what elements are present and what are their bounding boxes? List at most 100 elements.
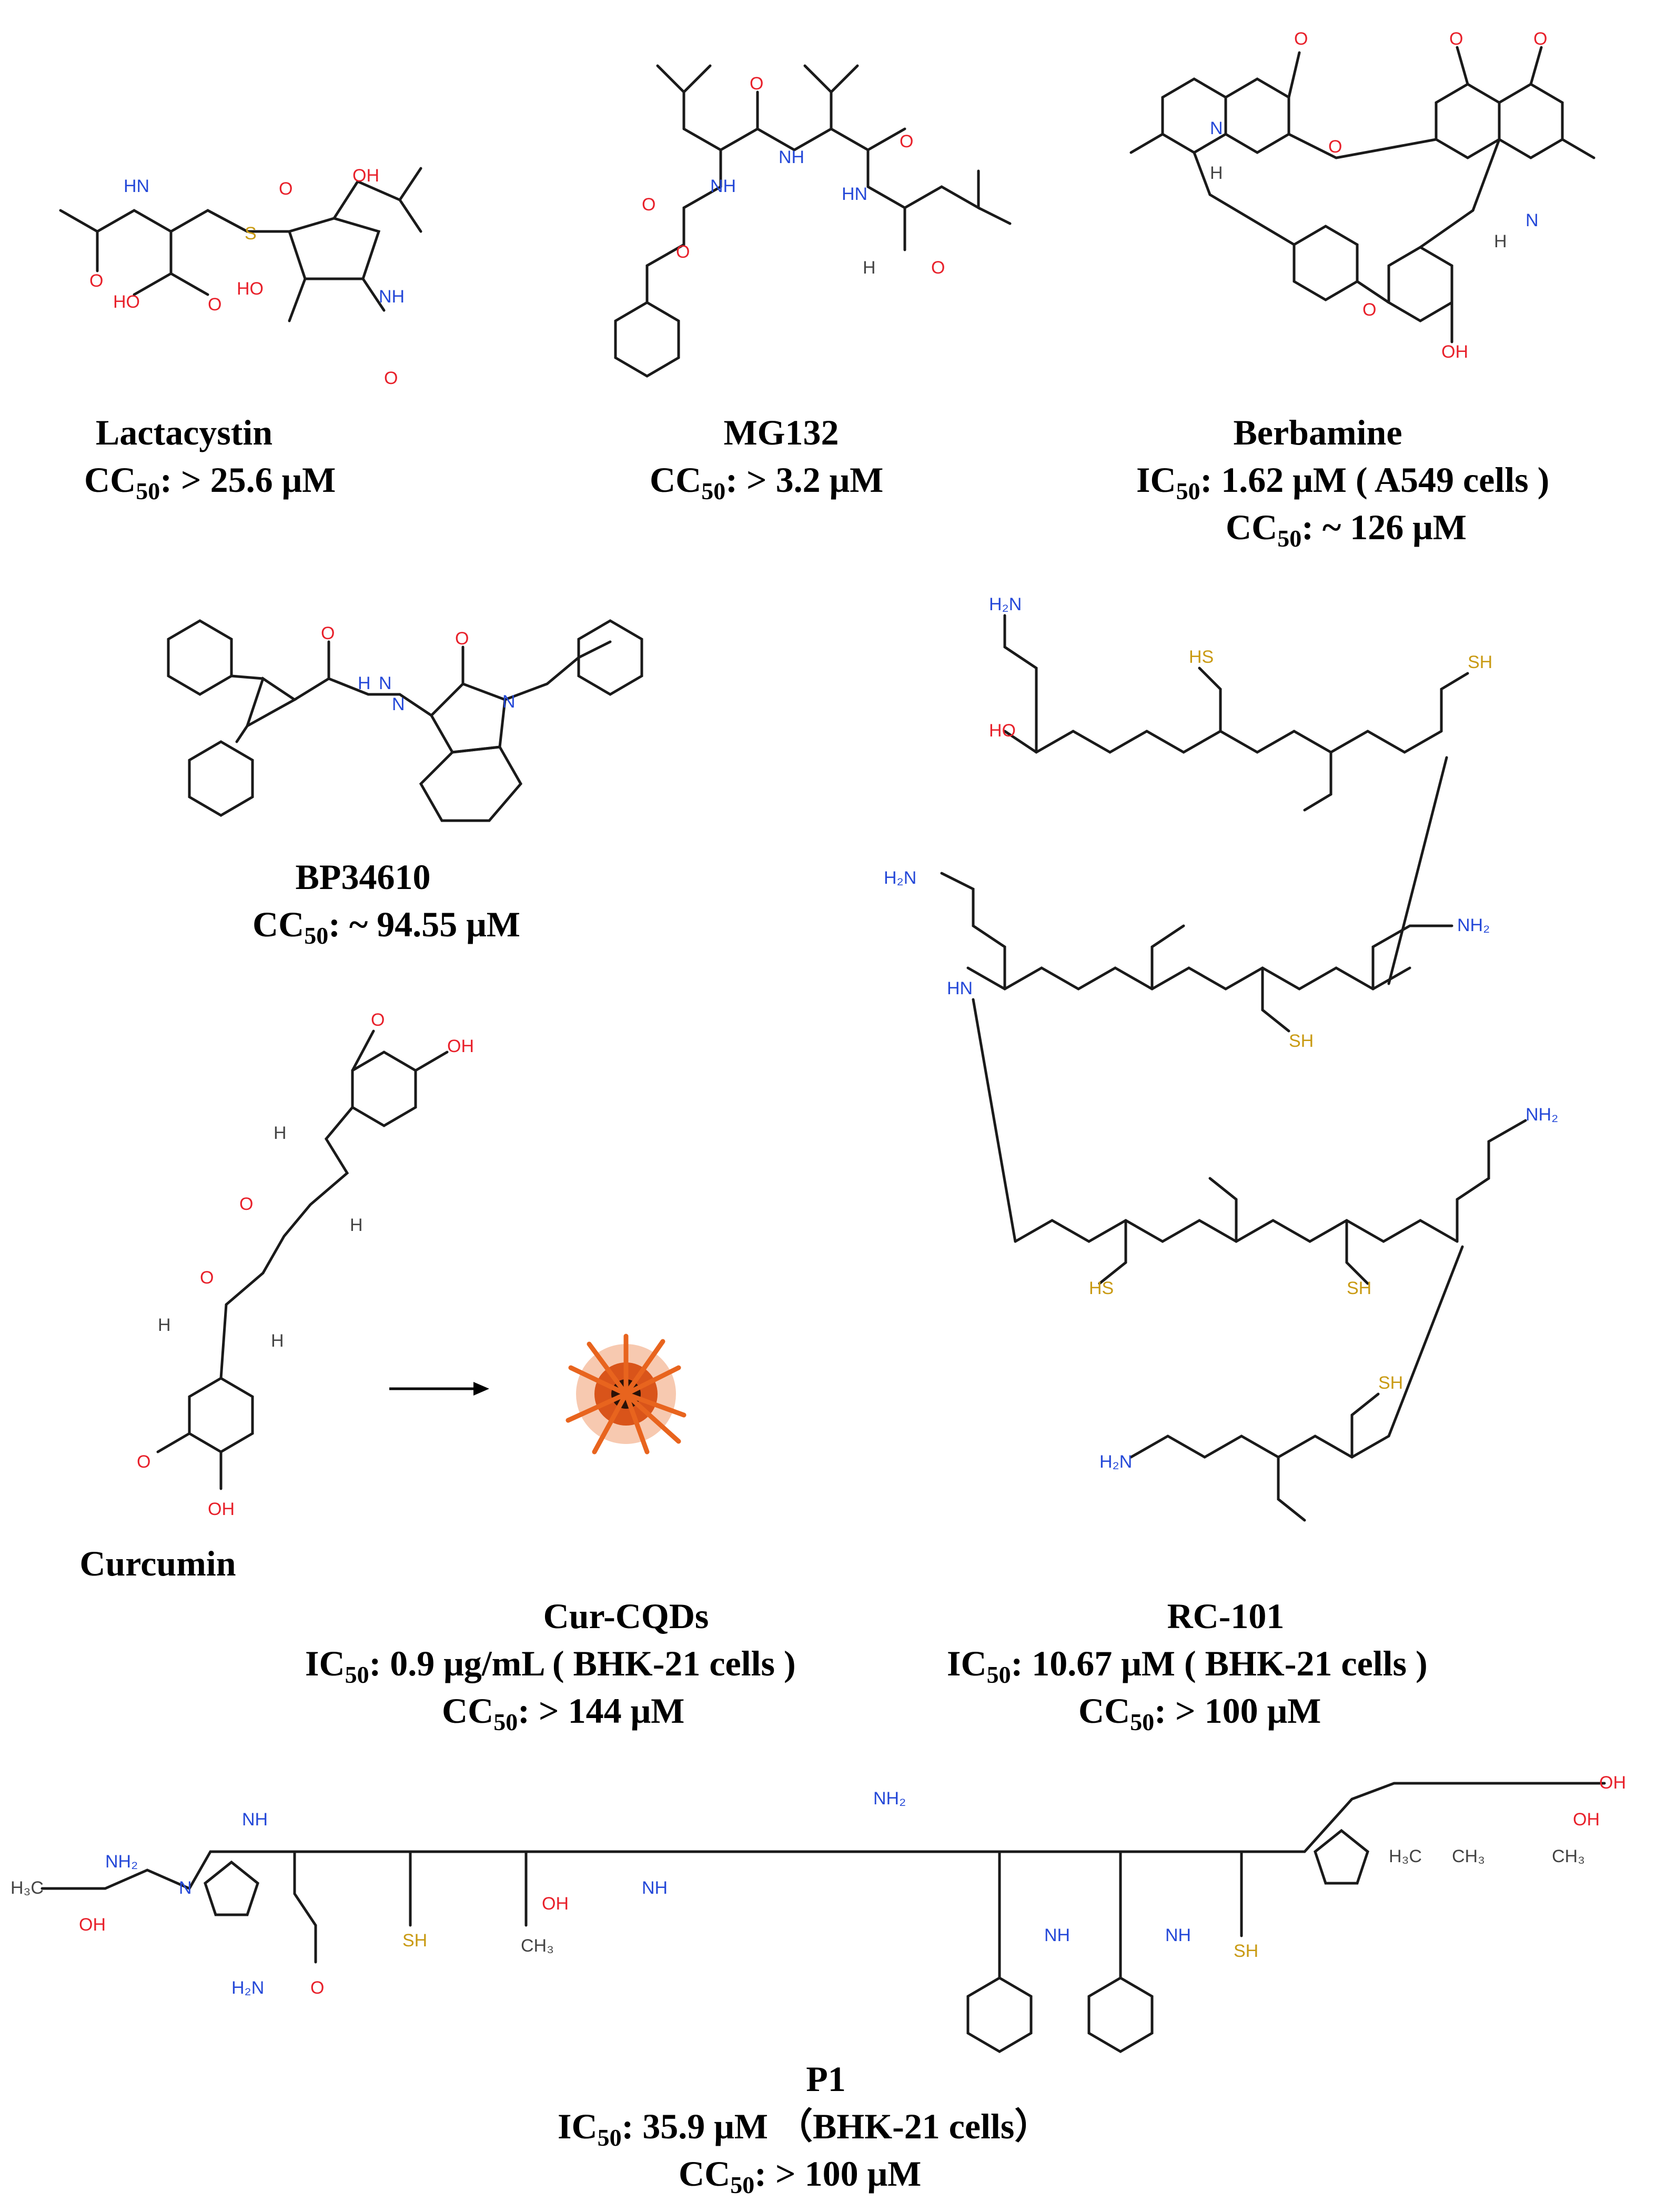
bp34610-structure: O H N N O N	[167, 619, 643, 822]
atom-label: SH	[1289, 1031, 1314, 1051]
atom-label: O	[455, 629, 469, 649]
atom-label: SH	[1378, 1373, 1403, 1393]
atom-label: NH	[710, 176, 736, 196]
atom-label: O	[200, 1268, 214, 1288]
rc101-cc50: CC50: > 100 μM	[1078, 1691, 1321, 1735]
atom-label: HO	[113, 292, 140, 312]
atom-label: O	[279, 179, 292, 199]
atom-label: O	[371, 1010, 385, 1030]
atom-label: OH	[447, 1036, 474, 1056]
berbamine-ic50: IC50: 1.62 μM ( A549 cells )	[1136, 460, 1549, 504]
atom-label: OH	[1599, 1773, 1626, 1793]
atom-label: SH	[1468, 652, 1492, 672]
bp34610-name: BP34610	[296, 857, 431, 897]
atom-label: O	[931, 258, 945, 278]
atom-label: NH	[779, 147, 804, 167]
lactacystin-cc50: CC50: > 25.6 μM	[84, 460, 336, 504]
atom-label: HN	[947, 978, 973, 998]
mg132-cc50: CC50: > 3.2 μM	[650, 460, 883, 504]
atom-label: O	[676, 242, 690, 262]
rc101-ic50: IC50: 10.67 μM ( BHK-21 cells )	[947, 1643, 1428, 1688]
atom-label: H	[1210, 163, 1223, 183]
atom-label: OH	[79, 1915, 106, 1935]
atom-label: H₂N	[884, 868, 916, 888]
atom-label: O	[384, 368, 398, 388]
atom-label: HN	[842, 184, 867, 204]
berbamine-name: Berbamine	[1233, 412, 1402, 452]
rc101-structure: H₂N HO HS SH H₂N HN SH NH₂ HS SH NH₂ H₂N…	[884, 594, 1558, 1522]
atom-label: O	[239, 1194, 253, 1214]
lactacystin-structure: HN O HO O S O OH HO NH O	[59, 166, 422, 388]
atom-label: N	[179, 1878, 192, 1898]
atom-label: HS	[1089, 1278, 1114, 1298]
atom-label: NH	[379, 287, 405, 307]
atom-label: O	[208, 295, 221, 315]
mg132-structure: O NH O NH O O HN H O	[614, 64, 1012, 378]
atom-label: O	[900, 132, 913, 151]
curcumin-structure: O OH H H O O H H O OH	[137, 1010, 474, 1519]
atom-label: O	[310, 1978, 324, 1998]
atom-label: OH	[1441, 342, 1468, 362]
atom-label: NH₂	[873, 1789, 906, 1809]
atom-label: HO	[989, 721, 1016, 741]
atom-label: NH	[1044, 1925, 1070, 1945]
atom-label: HO	[237, 279, 264, 299]
atom-label: H	[274, 1123, 287, 1143]
cur-cqds-ic50: IC50: 0.9 μg/mL ( BHK-21 cells )	[305, 1643, 796, 1688]
atom-label: O	[321, 623, 335, 643]
atom-label: OH	[542, 1894, 569, 1914]
atom-label: O	[1533, 29, 1547, 49]
p1-name: P1	[806, 2059, 846, 2099]
atom-label: NH₂	[1526, 1105, 1558, 1125]
atom-label: N	[379, 673, 392, 693]
atom-label: SH	[1234, 1941, 1258, 1961]
bp34610-cc50: CC50: ~ 94.55 μM	[253, 904, 520, 949]
atom-label: H	[1494, 231, 1507, 251]
atom-label: N	[392, 694, 405, 714]
carbon-quantum-dot-icon	[566, 1334, 686, 1455]
atom-label: H	[358, 673, 371, 693]
atom-label: H₂N	[989, 594, 1022, 614]
atom-label: N	[1210, 118, 1223, 138]
atom-label: H	[863, 258, 876, 278]
atom-label: S	[245, 224, 257, 244]
curcumin-name: Curcumin	[79, 1543, 236, 1583]
atom-label: HN	[124, 176, 149, 196]
atom-label: NH	[242, 1810, 268, 1830]
atom-label: H₂N	[1099, 1452, 1132, 1472]
atom-label: O	[89, 271, 103, 291]
atom-label: H₃C	[1389, 1846, 1422, 1866]
atom-label: OH	[352, 166, 379, 186]
atom-label: N	[1526, 210, 1539, 230]
atom-label: NH₂	[1457, 915, 1490, 935]
atom-label: H₂N	[231, 1978, 264, 1998]
atom-label: N	[502, 692, 516, 712]
atom-label: O	[1449, 29, 1463, 49]
atom-label: NH	[642, 1878, 668, 1898]
atom-label: O	[137, 1452, 150, 1472]
berbamine-structure: N H O O O O N H O OH	[1129, 29, 1596, 362]
atom-label: CH₃	[1552, 1846, 1585, 1866]
p1-structure: H₃C NH₂ OH N NH H₂N O SH OH CH₃ NH NH₂ N…	[11, 1773, 1626, 2053]
atom-label: H₃C	[11, 1878, 44, 1898]
atom-label: H	[158, 1315, 171, 1335]
atom-label: SH	[1347, 1278, 1371, 1298]
atom-label: NH	[1165, 1925, 1191, 1945]
rc101-name: RC-101	[1167, 1596, 1285, 1636]
conversion-arrow	[389, 1382, 489, 1396]
p1-cc50: CC50: > 100 μM	[679, 2154, 921, 2198]
lactacystin-name: Lactacystin	[96, 412, 272, 452]
atom-label: O	[1294, 29, 1308, 49]
atom-label: O	[1328, 137, 1342, 157]
atom-label: O	[1362, 300, 1376, 320]
mg132-name: MG132	[723, 412, 839, 452]
atom-label: OH	[1573, 1810, 1600, 1830]
atom-label: HS	[1189, 647, 1214, 667]
atom-label: O	[642, 195, 655, 215]
atom-label: H	[271, 1331, 284, 1351]
atom-label: H	[350, 1215, 363, 1235]
atom-label: CH₃	[1452, 1846, 1485, 1866]
atom-label: O	[750, 74, 763, 94]
atom-label: CH₃	[521, 1936, 554, 1956]
